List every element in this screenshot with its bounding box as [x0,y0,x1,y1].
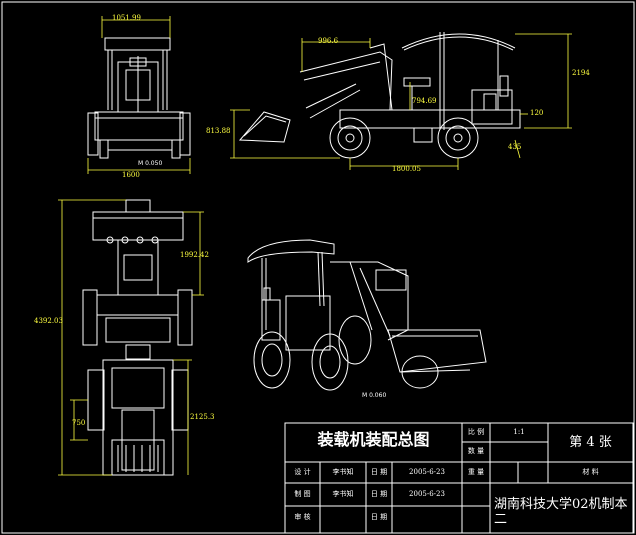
dim-side-arm-height: 813.88 [206,127,231,135]
dim-top-overall-length: 4392.03 [34,317,63,325]
school-name: 湖南科技大学02机制本二 [494,497,628,527]
iso-view-scale-label: M 0.060 [362,392,387,399]
dim-front-width: 1051.99 [112,14,141,22]
design-date: 2005-6-23 [409,468,445,476]
review-date-label: 日 期 [370,513,388,521]
ratio-label: 比 例 [467,428,485,436]
dim-front-base: 1600 [122,171,140,179]
title-block-grid [284,422,634,534]
front-view-scale-label: M 0.050 [138,160,163,167]
ratio-value: 1:1 [513,428,525,436]
dim-top-bucket-width: 750 [72,419,86,427]
dim-side-wheelbase: 1800.05 [392,165,421,173]
drafter-role: 制 图 [294,490,311,498]
draft-date-label: 日 期 [370,490,388,498]
dim-side-clearance-b: 435 [508,143,522,151]
isometric-view [247,239,487,391]
front-view [87,37,191,159]
count-label: 数 量 [467,447,485,455]
designer-role: 设 计 [294,468,311,476]
drafter-name: 李书知 [332,490,354,498]
material-label: 材 料 [582,468,599,476]
dim-top-upper-length: 1992.42 [180,251,209,259]
dim-top-lower-length: 2125.3 [190,413,215,421]
weight-label: 重 量 [467,468,485,476]
top-view [82,199,193,476]
dim-side-overall-height: 2194 [572,69,590,77]
reviewer-role: 审 核 [294,513,311,521]
side-view [238,32,521,159]
dimension-lines [58,16,572,476]
sheet-number: 第 4 张 [569,435,612,450]
dim-side-bucket-width: 996.6 [318,37,339,45]
drawing-title: 装载机装配总图 [317,430,430,449]
design-date-label: 日 期 [370,468,388,476]
dim-side-seat-height: 794.69 [412,97,437,105]
designer-name: 李书知 [332,468,354,476]
dim-side-clearance-a: 120 [530,109,544,117]
draft-date: 2005-6-23 [409,490,445,498]
